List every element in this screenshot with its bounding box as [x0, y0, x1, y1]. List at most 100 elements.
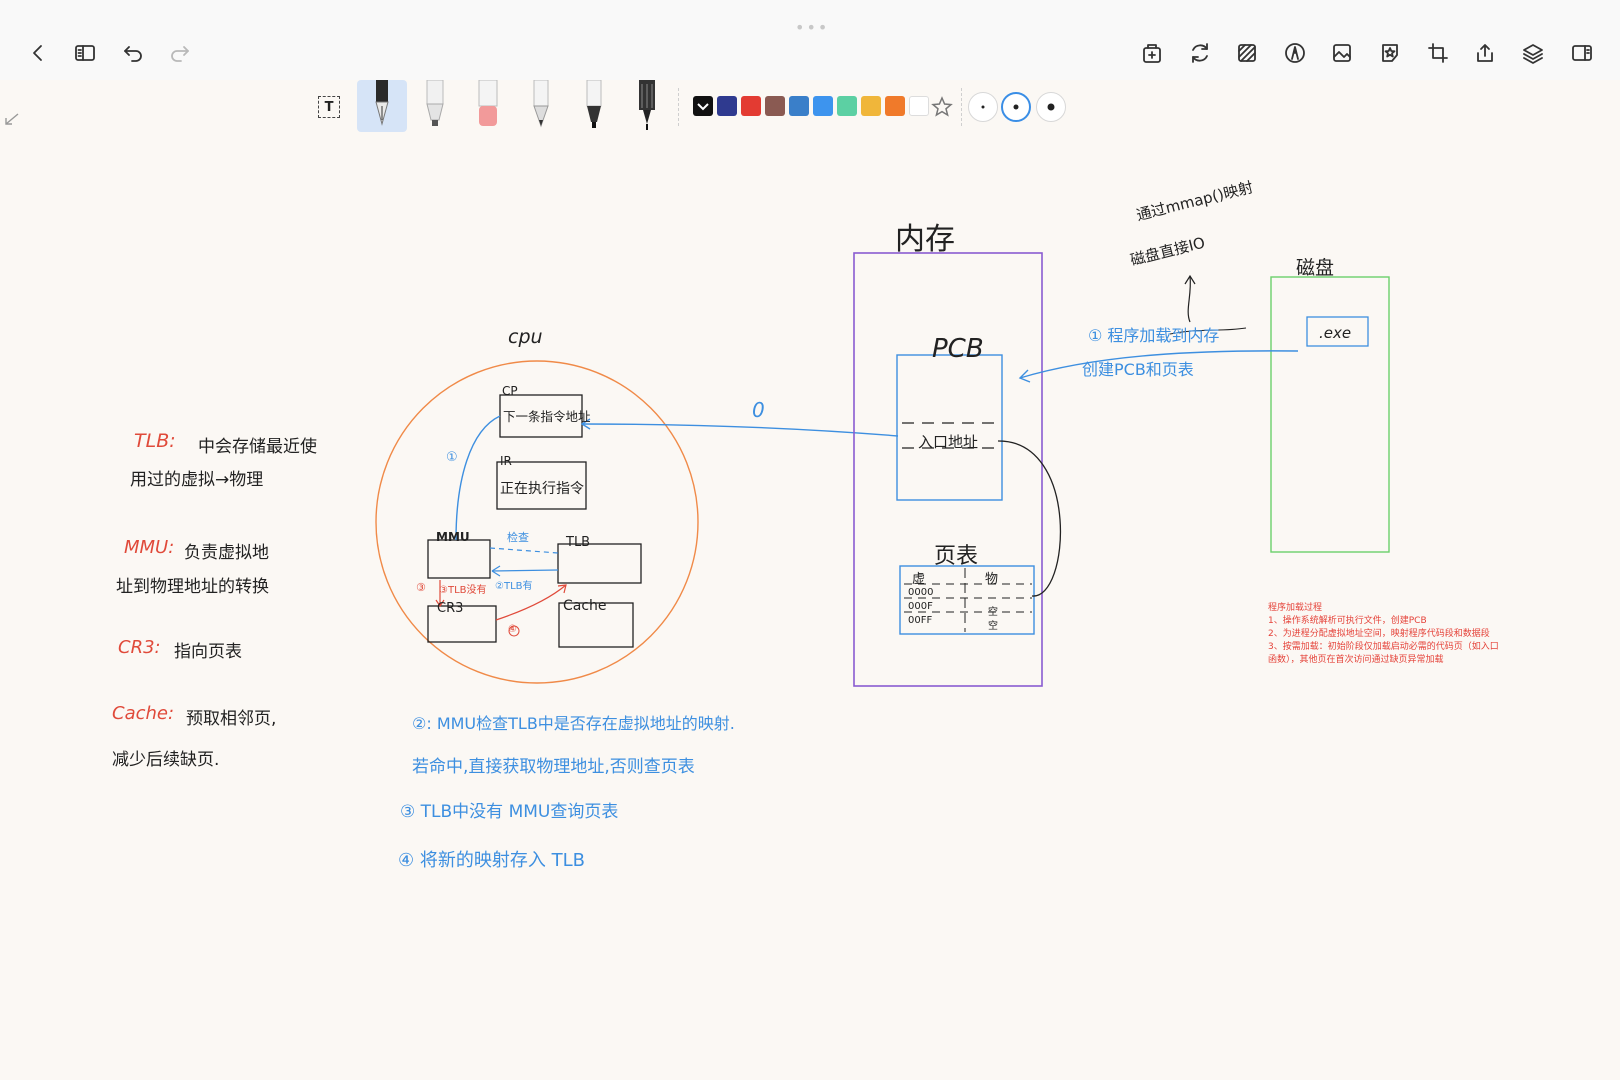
pcb-to-cp-arrow: [581, 423, 899, 437]
no-tlb-label: ③TLB没有: [439, 585, 487, 596]
panel-right-icon: [1572, 45, 1592, 61]
layers-button[interactable]: [1516, 36, 1550, 70]
color-swatch-mint[interactable]: [837, 96, 857, 116]
image-icon: [1333, 44, 1351, 62]
load-note-line-4: 函数），其他页在首次访问通过缺页异常加载: [1268, 655, 1444, 665]
cache-desc-line2: 减少后续缺页.: [112, 750, 220, 770]
color-swatch-blue[interactable]: [813, 96, 833, 116]
paper-pattern-button[interactable]: [1230, 36, 1264, 70]
ir-label: IR: [500, 454, 512, 468]
mmu-desc-line1: 负责虚拟地: [184, 543, 269, 563]
load-note-line-3: 3、按需加载：初始阶段仅加载启动必需的代码页（如入口: [1268, 642, 1499, 652]
pt-row-2: 000F: [908, 601, 933, 612]
entry-to-page-table-arrow: [997, 440, 1062, 597]
memory-box: [853, 252, 1043, 687]
mmu-label: MMU: [436, 530, 470, 544]
crop-button[interactable]: [1421, 36, 1455, 70]
toolbar-separator: [678, 88, 679, 126]
entry-address-label: 入口地址: [918, 433, 979, 451]
cr3-desc: 指向页表: [174, 642, 242, 662]
window-grip[interactable]: •••: [795, 18, 830, 37]
arrow-0-label: 0: [752, 398, 765, 422]
redo-icon: [171, 46, 189, 62]
stroke-size-large[interactable]: [1036, 92, 1066, 122]
eraser-icon: [478, 79, 498, 126]
undo-icon: [124, 46, 142, 62]
right-panel-button[interactable]: [1565, 36, 1599, 70]
cr3-box: [427, 605, 497, 643]
stroke-size-medium[interactable]: [1001, 92, 1031, 122]
share-button[interactable]: [1468, 36, 1502, 70]
cache-term: Cache:: [112, 703, 175, 724]
back-button[interactable]: [21, 36, 55, 70]
fountain-pen-tool[interactable]: [357, 80, 407, 132]
add-page-icon: [1143, 44, 1161, 63]
memory-label: 内存: [895, 222, 955, 257]
disk-to-pcb-arrow: [1019, 350, 1299, 379]
cpu-label: cpu: [508, 326, 543, 348]
redo-button[interactable]: [163, 36, 197, 70]
tlb-desc-line2: 用过的虚拟→物理: [130, 470, 264, 490]
tlb-yes-label: ②TLB有: [495, 581, 533, 592]
pt-empty-1: 空: [988, 607, 998, 618]
tlb-box: [557, 543, 642, 584]
step-3: ③ TLB中没有 MMU查询页表: [400, 802, 619, 822]
color-swatch-white[interactable]: [909, 96, 929, 116]
sync-icon: [1192, 43, 1208, 63]
pencil-tool[interactable]: [516, 79, 566, 132]
tlb-desc-line1: 中会存储最近使: [198, 437, 317, 457]
insert-image-button[interactable]: [1325, 36, 1359, 70]
color-swatch-red[interactable]: [741, 96, 761, 116]
step-2-line-2: 若命中,直接获取物理地址,否则查页表: [412, 757, 695, 777]
pt-empty-2: 空: [988, 621, 998, 632]
disk-label: 磁盘: [1296, 257, 1335, 279]
circle-4-label: ④: [508, 624, 517, 635]
add-page-button[interactable]: [1135, 36, 1169, 70]
color-swatch-yellow[interactable]: [861, 96, 881, 116]
color-swatch-steel-blue[interactable]: [789, 96, 809, 116]
sticker-button[interactable]: [1373, 36, 1407, 70]
technical-pen-icon: [639, 80, 655, 130]
pen-tool-button[interactable]: [1278, 36, 1312, 70]
collapse-arrow-icon[interactable]: [0, 108, 22, 130]
marker-tool[interactable]: [410, 79, 460, 132]
undo-button[interactable]: [116, 36, 150, 70]
stroke-size-small[interactable]: [968, 92, 998, 122]
step-4: ④ 将新的映射存入 TLB: [398, 850, 585, 871]
tlb-label: TLB: [566, 535, 591, 550]
circle-3-red: ③: [416, 581, 426, 594]
favorite-star-icon[interactable]: [930, 95, 954, 119]
share-icon: [1477, 44, 1493, 62]
tlb-hit-arrow: [491, 569, 559, 572]
technical-pen-tool[interactable]: [622, 80, 672, 132]
check-label: 检查: [507, 531, 529, 544]
pt-physical-header: 物: [985, 572, 999, 587]
cr3-to-tlb-arrow: [495, 584, 567, 621]
color-swatch-orange[interactable]: [885, 96, 905, 116]
disk-box: [1270, 276, 1390, 553]
sync-button[interactable]: [1183, 36, 1217, 70]
page-table-label: 页表: [934, 544, 979, 569]
color-swatch-brown[interactable]: [765, 96, 785, 116]
ir-box: [496, 461, 587, 510]
fountain-pen-icon: [375, 80, 389, 126]
color-swatch-navy[interactable]: [717, 96, 737, 116]
underline-stroke: [1169, 327, 1247, 335]
brush-pen-icon: [586, 79, 602, 128]
cpu-circle: [375, 360, 699, 684]
color-swatch-black[interactable]: [693, 96, 713, 116]
sidebar-toggle-button[interactable]: [68, 36, 102, 70]
size-dot-small: [981, 105, 985, 109]
mmu-to-cp-arrow: [455, 415, 501, 541]
load-note-title: 程序加载过程: [1268, 603, 1323, 613]
ir-box-text: 正在执行指令: [500, 481, 584, 497]
dropdown-chevron-icon: [697, 103, 709, 111]
step-2-line-1: ②: MMU检查TLB中是否存在虚拟地址的映射.: [412, 714, 735, 733]
eraser-tool[interactable]: [463, 79, 513, 132]
text-tool-label: T: [324, 99, 334, 115]
text-tool-button[interactable]: T: [318, 96, 340, 118]
cache-box: [558, 602, 634, 648]
cp-label: CP: [502, 384, 518, 398]
brush-pen-tool[interactable]: [569, 79, 619, 132]
